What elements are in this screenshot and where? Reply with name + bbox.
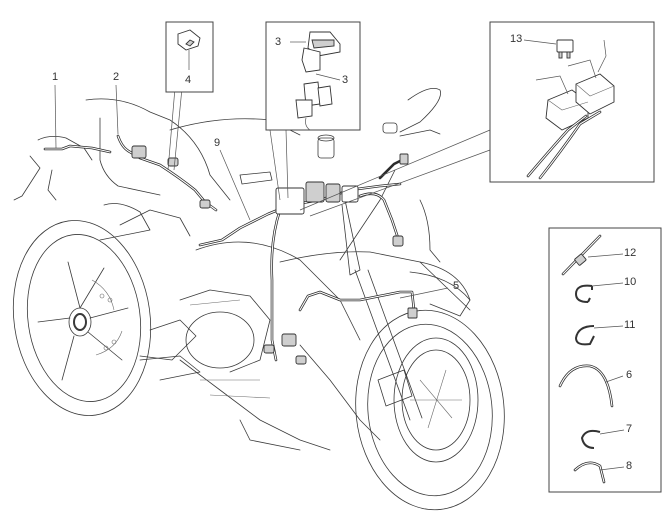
callout-7: 7	[626, 423, 633, 435]
callout-13: 13	[510, 33, 523, 45]
wiring-harnesses	[43, 134, 418, 365]
inset-fuse-relays	[299, 21, 655, 217]
callout-10: 10	[624, 276, 637, 288]
fairing	[169, 118, 471, 451]
callout-8: 8	[626, 460, 633, 472]
callout-12: 12	[624, 247, 637, 259]
callout-6: 6	[626, 369, 633, 381]
front-controls	[239, 87, 441, 276]
inset-fasteners	[548, 227, 662, 493]
callout-3-upper: 3	[275, 36, 282, 48]
engine	[139, 289, 271, 399]
callout-3-lower: 3	[342, 74, 349, 86]
motorcycle-line-art	[12, 87, 505, 511]
central-electronics-cluster	[275, 153, 409, 247]
callout-11: 11	[624, 319, 636, 331]
callout-5: 5	[453, 280, 460, 292]
tail-section	[13, 98, 231, 241]
callout-2: 2	[113, 71, 120, 83]
callout-9: 9	[214, 137, 221, 149]
callout-1: 1	[52, 71, 59, 83]
rear-wheel	[12, 220, 152, 416]
inset-sensor	[165, 21, 214, 171]
leader-lines	[54, 84, 449, 299]
inset-relays	[265, 21, 361, 201]
callout-4: 4	[185, 74, 192, 86]
front-wheel	[354, 269, 505, 511]
